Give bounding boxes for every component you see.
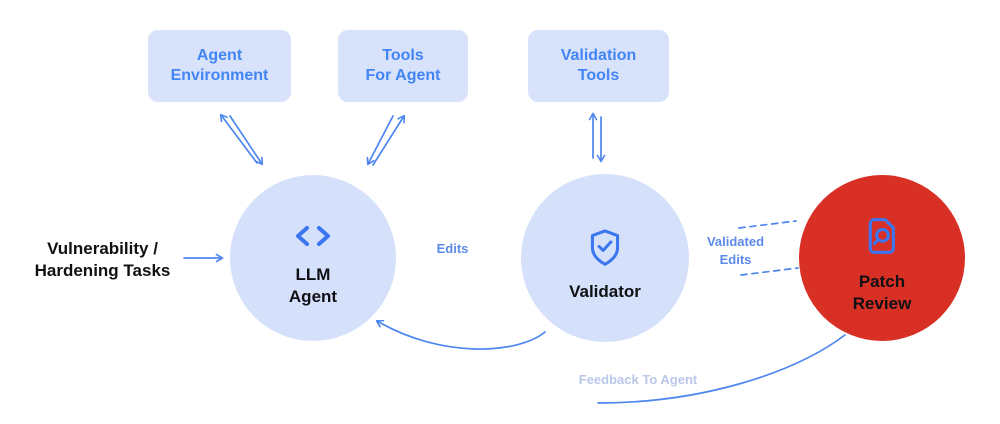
node-llm-agent: LLM Agent [230,175,396,341]
node-agent-environment: Agent Environment [148,30,291,102]
input-tasks-label: Vulnerability / Hardening Tasks [34,239,171,281]
node-validator-label: Validator [569,282,641,302]
node-validator: Validator [521,174,689,342]
validated-edits-label: Validated Edits [706,234,765,268]
arrow-llm-to-environment [219,113,258,164]
edits-label: Edits [436,241,469,256]
document-search-icon [866,195,899,261]
arrow-feedback-to-llm [375,319,546,350]
dashed-validated-edits-top [738,220,797,229]
code-icon [293,202,333,254]
node-patch-review-label: Patch Review [852,271,912,313]
curve-feedback-from-patch-review [597,334,846,404]
arrow-tools-to-llm [366,115,394,166]
node-validation-tools-label: Validation Tools [560,47,637,84]
node-tools-for-agent: Tools For Agent [338,30,468,102]
node-patch-review: Patch Review [799,175,965,341]
shield-check-icon [589,207,621,272]
feedback-to-agent-label: Feedback To Agent [578,372,698,387]
node-agent-environment-label: Agent Environment [170,47,269,84]
node-tools-for-agent-label: Tools For Agent [365,47,441,84]
node-llm-agent-label: LLM Agent [288,264,338,306]
arrow-llm-to-tools [372,114,406,166]
arrow-environment-to-llm [229,115,264,166]
node-validation-tools: Validation Tools [528,30,669,102]
